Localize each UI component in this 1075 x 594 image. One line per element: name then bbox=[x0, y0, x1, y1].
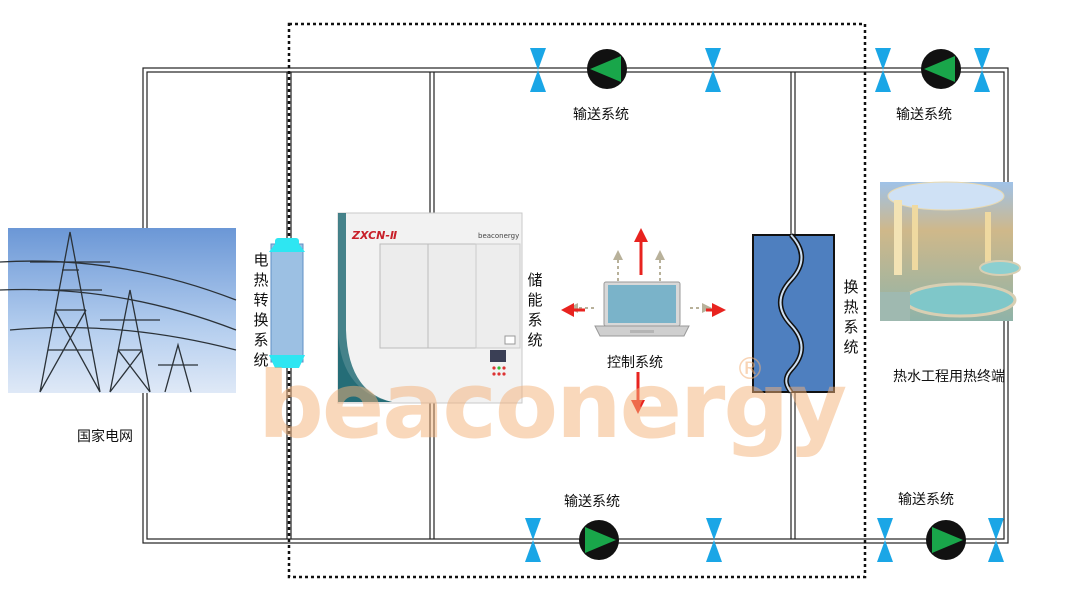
transport-bottom-1-label: 输送系统 bbox=[564, 494, 620, 510]
terminal-label: 热水工程用热终端 bbox=[893, 369, 1005, 385]
valve-icon bbox=[705, 48, 721, 92]
heat-exchanger-icon bbox=[752, 233, 835, 394]
heat-exchange-label: 换热系统 bbox=[843, 278, 859, 356]
valve-icon bbox=[974, 48, 990, 92]
storage-label: 储能系统 bbox=[527, 271, 543, 349]
pump-icon bbox=[587, 49, 627, 89]
pump-icon bbox=[579, 520, 619, 560]
pump-icon bbox=[926, 520, 966, 560]
watermark-registered-mark: ® bbox=[735, 352, 765, 387]
storage-machine bbox=[337, 212, 523, 404]
power-tower-photo bbox=[0, 228, 237, 393]
valve-icon bbox=[875, 48, 891, 92]
grid-label: 国家电网 bbox=[77, 429, 133, 445]
arrow-icon bbox=[561, 228, 726, 414]
signal-arrows bbox=[568, 250, 712, 313]
control-label: 控制系统 bbox=[607, 355, 663, 371]
pump-icon bbox=[921, 49, 961, 89]
machine-model: ZXCN-Ⅱ bbox=[352, 229, 398, 242]
electric-heat-converter bbox=[269, 238, 305, 368]
transport-top-2-label: 输送系统 bbox=[896, 107, 952, 123]
pool-photo bbox=[880, 181, 1021, 321]
valve-icon bbox=[525, 518, 541, 562]
valve-icon bbox=[706, 518, 722, 562]
transport-bottom-2-label: 输送系统 bbox=[898, 492, 954, 508]
pipe-network bbox=[142, 67, 1009, 544]
machine-brand: beaconergy bbox=[478, 232, 520, 240]
valve-icon bbox=[988, 518, 1004, 562]
valve-icon bbox=[877, 518, 893, 562]
transport-top-1-label: 输送系统 bbox=[573, 107, 629, 123]
laptop-icon bbox=[594, 281, 690, 337]
electric-heat-label: 电热转换系统 bbox=[253, 251, 269, 369]
valve-icon bbox=[530, 48, 546, 92]
